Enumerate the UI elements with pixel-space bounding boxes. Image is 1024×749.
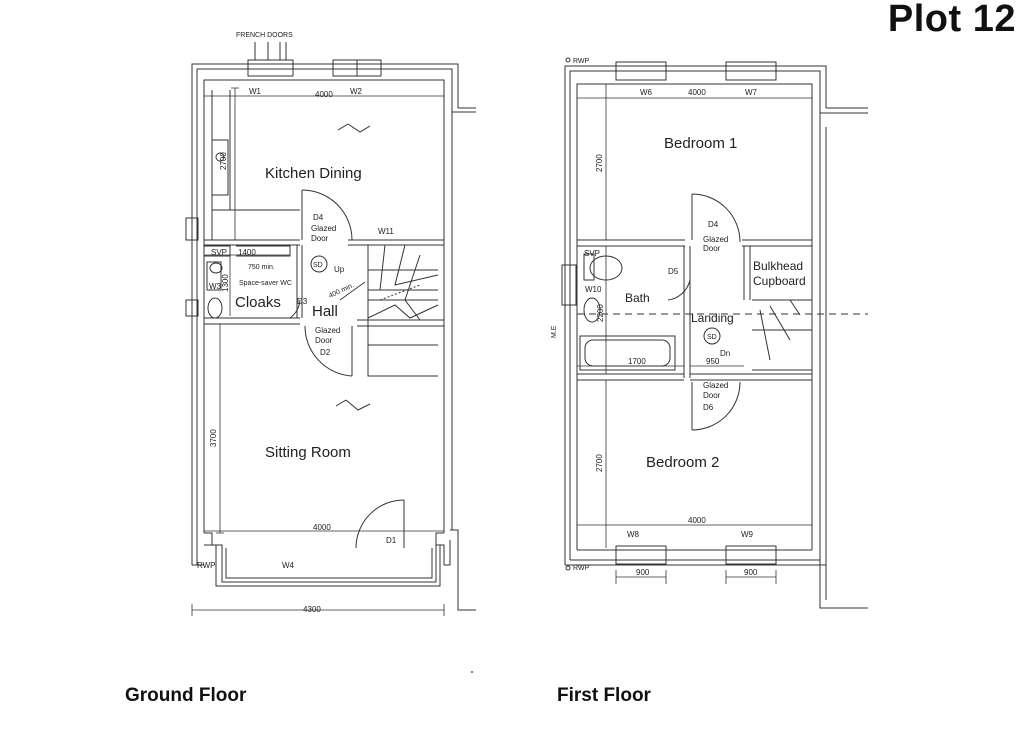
min-400-label: 400 min. <box>328 282 355 300</box>
kitchen-dining-label: Kitchen Dining <box>265 165 362 182</box>
w7-label: W7 <box>745 88 758 97</box>
ff-top-width: 4000 <box>688 88 706 97</box>
cloaks-label: Cloaks <box>235 294 281 311</box>
gf-kitchen-depth: 2700 <box>219 152 228 170</box>
ground-stairs <box>367 244 439 377</box>
ground-internal-walls <box>185 90 444 327</box>
d2-door: Door <box>315 336 333 345</box>
ff-bath-width: 1700 <box>628 357 646 366</box>
dn-label: Dn <box>720 349 730 358</box>
bedroom2-label: Bedroom 2 <box>646 454 719 471</box>
gf-sitting-depth: 3700 <box>209 429 218 447</box>
ff-rwp-bottom: RWP <box>573 565 590 572</box>
ground-outer-walls <box>191 63 476 611</box>
ff-bed2-depth: 2700 <box>595 454 604 472</box>
gf-sd-label: SD <box>313 262 323 269</box>
ff-landing-width: 950 <box>706 357 720 366</box>
d4-door: Door <box>311 234 329 243</box>
ff-d4-label: D4 <box>708 220 719 229</box>
w8-label: W8 <box>627 530 640 539</box>
landing-label: Landing <box>691 311 734 325</box>
first-dimension-lines <box>576 83 813 584</box>
first-floor-label: First Floor <box>557 685 651 706</box>
sitting-room-label: Sitting Room <box>265 444 351 461</box>
bedroom1-label: Bedroom 1 <box>664 135 737 152</box>
w6-label: W6 <box>640 88 653 97</box>
ground-floor-label: Ground Floor <box>125 685 247 706</box>
d2-glazed: Glazed <box>315 326 340 335</box>
gf-rwp-label: RWP <box>197 561 216 570</box>
ground-floor-text: FRENCH DOORS W1 4000 W2 2700 Kitchen Din… <box>197 32 397 614</box>
w4-label: W4 <box>282 561 295 570</box>
w8-width: 900 <box>636 568 650 577</box>
ff-svp-label: SVP <box>584 249 600 258</box>
d2-label: D2 <box>320 348 331 357</box>
cupboard-label: Cupboard <box>753 274 806 288</box>
first-door-swings <box>667 193 741 431</box>
d6-label: D6 <box>703 403 714 412</box>
space-saver-wc-label: Space-saver WC <box>239 280 292 287</box>
gf-svp-label: SVP <box>211 248 227 257</box>
gf-overall-width: 4300 <box>303 605 321 614</box>
w10-label: W10 <box>585 285 602 294</box>
first-stairs <box>577 299 868 371</box>
ff-d6-door: Door <box>703 391 721 400</box>
ff-rwp-top: RWP <box>573 58 590 65</box>
french-doors <box>247 42 382 77</box>
ground-fixtures <box>206 139 328 319</box>
d4-glazed: Glazed <box>311 224 336 233</box>
plot-title: Plot 12 <box>887 0 1016 40</box>
first-floor-text: RWP W6 4000 W7 Bedroom 1 2700 D4 Glazed … <box>551 58 806 577</box>
hall-label: Hall <box>312 303 338 320</box>
d4-label: D4 <box>313 213 324 222</box>
gf-top-width: 4000 <box>315 90 333 99</box>
me-label: M.E <box>551 325 558 338</box>
w11-label: W11 <box>378 227 394 236</box>
first-internal-walls <box>577 239 812 381</box>
d5-label: D5 <box>668 267 679 276</box>
cloaks-width: 1400 <box>238 248 256 257</box>
d1-label: D1 <box>386 536 397 545</box>
ff-bath-depth: 2200 <box>596 304 605 322</box>
gf-bottom-width: 4000 <box>313 523 331 532</box>
w2-label: W2 <box>350 87 363 96</box>
d3-label: D3 <box>297 297 308 306</box>
first-windows <box>561 57 777 571</box>
ff-bed1-depth: 2700 <box>595 154 604 172</box>
w9-width: 900 <box>744 568 758 577</box>
bulkhead-label: Bulkhead <box>753 259 803 273</box>
first-floor-plan <box>561 57 868 609</box>
ground-door-swings <box>289 189 405 549</box>
ff-d6-glazed: Glazed <box>703 381 728 390</box>
w9-label: W9 <box>741 530 754 539</box>
ff-bottom-width: 4000 <box>688 516 706 525</box>
w1-label: W1 <box>249 87 262 96</box>
center-dot <box>471 671 473 673</box>
w3-label: W3 <box>209 282 222 291</box>
ff-d4-glazed: Glazed <box>703 235 728 244</box>
ground-floor-plan <box>185 42 476 616</box>
ff-d4-door: Door <box>703 244 721 253</box>
french-doors-label: FRENCH DOORS <box>236 32 293 39</box>
ff-sd-label: SD <box>707 334 717 341</box>
up-label: Up <box>334 265 345 274</box>
bath-label: Bath <box>625 291 650 305</box>
cloaks-depth: 1300 <box>221 274 230 292</box>
ground-arrows <box>335 123 371 411</box>
ground-dimension-lines <box>191 87 445 616</box>
min-750-label: 750 min. <box>248 264 275 271</box>
